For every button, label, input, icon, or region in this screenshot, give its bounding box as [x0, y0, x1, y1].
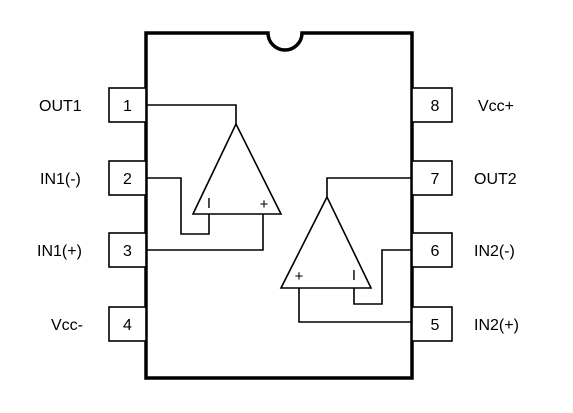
- opamp-1-minus-symbol: I: [207, 195, 211, 212]
- pin-2-number: 2: [123, 171, 132, 188]
- opamp-1-triangle: [191, 122, 283, 215]
- pin-8-number: 8: [431, 98, 440, 115]
- opamp-2-plus-symbol: +: [295, 268, 304, 285]
- wire-pin7-out2: [326, 177, 412, 197]
- pin-6: 6 IN2(-): [411, 232, 515, 268]
- pin-4: 4 Vcc-: [51, 306, 147, 342]
- pin-1-box: [108, 87, 147, 123]
- pin-8-label: Vcc+: [478, 98, 514, 115]
- opamp-2: + I: [279, 177, 412, 323]
- wire-pin1-out1: [146, 104, 237, 124]
- pin-7: 7 OUT2: [411, 160, 517, 196]
- pin-8-box: [411, 87, 453, 123]
- wire-pin5-in2-plus: [298, 288, 412, 323]
- pin-6-box: [411, 232, 453, 268]
- pin-3-label: IN1(+): [37, 243, 82, 260]
- opamp-2-triangle: [279, 195, 373, 289]
- pin-7-number: 7: [431, 171, 440, 188]
- pin-1-label: OUT1: [39, 98, 82, 115]
- wire-pin6-in2-minus: [353, 249, 412, 305]
- pin-3: 3 IN1(+): [37, 232, 147, 268]
- pin-8: 8 Vcc+: [411, 87, 514, 123]
- pin-4-box: [108, 306, 147, 342]
- pin-2: 2 IN1(-): [40, 160, 147, 196]
- pin-1-number: 1: [123, 98, 132, 115]
- wire-pin2-in1-minus: [146, 177, 210, 235]
- pin-5: 5 IN2(+): [411, 306, 519, 342]
- pin-3-box: [108, 232, 147, 268]
- pin-5-number: 5: [431, 317, 440, 334]
- pin-7-label: OUT2: [474, 171, 517, 188]
- opamp-2-minus-symbol: I: [352, 267, 356, 284]
- pin-5-box: [411, 306, 453, 342]
- pin-6-number: 6: [431, 243, 440, 260]
- opamp-1-plus-symbol: +: [260, 196, 269, 213]
- pin-4-number: 4: [123, 317, 132, 334]
- pin-1: 1 OUT1: [39, 87, 147, 123]
- pin-5-label: IN2(+): [474, 317, 519, 334]
- wire-pin3-in1-plus: [146, 214, 264, 251]
- opamp-1: I +: [146, 104, 283, 251]
- pin-2-box: [108, 160, 147, 196]
- pin-4-label: Vcc-: [51, 317, 83, 334]
- pin-2-label: IN1(-): [40, 171, 81, 188]
- ic-package: [144, 31, 414, 380]
- pin-6-label: IN2(-): [474, 243, 515, 260]
- pin-3-number: 3: [123, 243, 132, 260]
- package-outline: [144, 31, 414, 380]
